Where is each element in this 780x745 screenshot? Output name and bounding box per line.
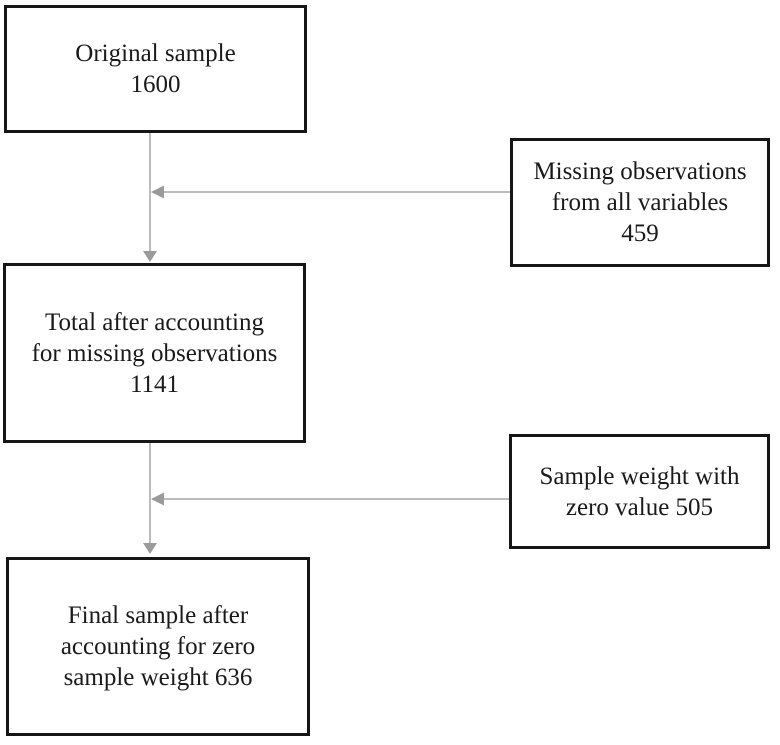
arrowhead-down-total bbox=[143, 251, 157, 262]
node-final-sample: Final sample after accounting for zero s… bbox=[6, 557, 310, 736]
node-missing-observations: Missing observations from all variables … bbox=[510, 138, 770, 267]
arrowhead-left-missing bbox=[151, 185, 164, 199]
arrowhead-down-final bbox=[143, 543, 157, 554]
arrowhead-left-weight bbox=[151, 492, 164, 506]
node-sample-weight-zero: Sample weight with zero value 505 bbox=[509, 434, 770, 549]
node-original-sample: Original sample 1600 bbox=[4, 5, 307, 133]
node-total-after-missing: Total after accounting for missing obser… bbox=[3, 263, 306, 443]
